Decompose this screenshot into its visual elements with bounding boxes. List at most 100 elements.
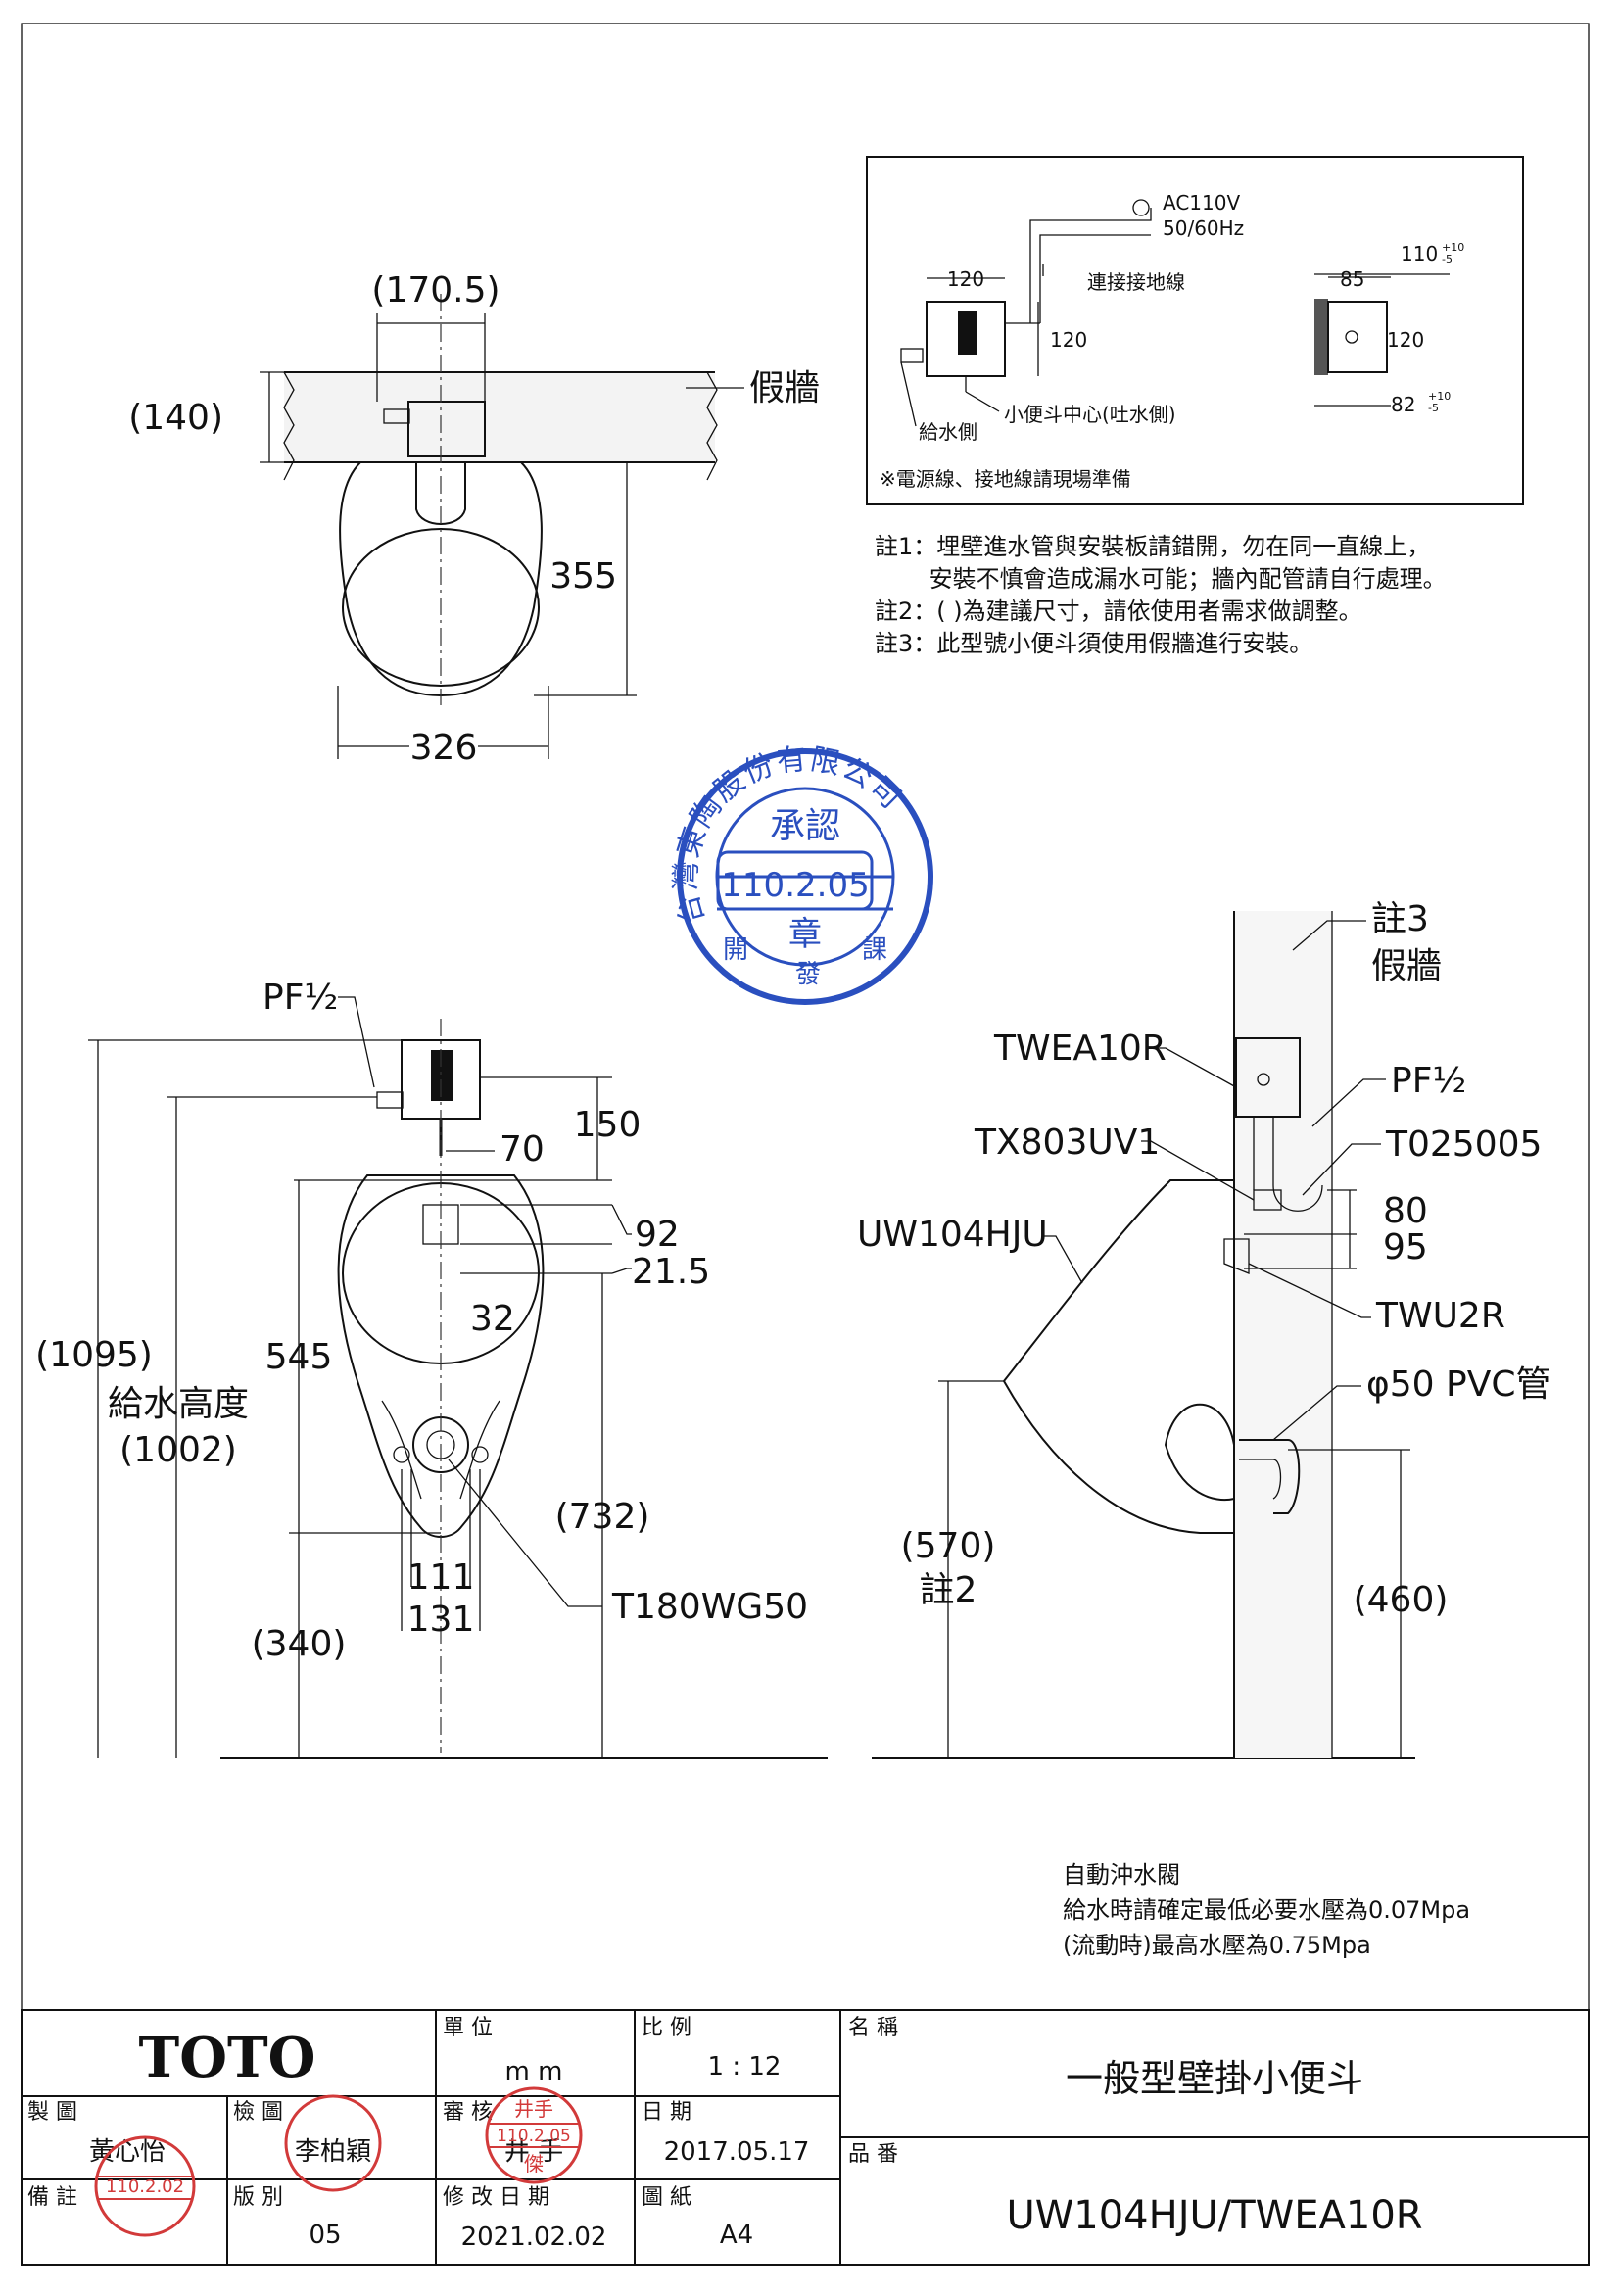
dim-120-w: 120 <box>947 267 984 291</box>
version-value: 05 <box>309 2221 341 2250</box>
part-label: 品 番 <box>848 2142 898 2167</box>
part-pipe: T025005 <box>1385 1124 1542 1165</box>
side-pf: PF½ <box>1391 1061 1466 1101</box>
dim-732: (732) <box>555 1497 650 1537</box>
approval-stamp-blue: 台灣東陶股份有限公司 承認 110.2.05 章 開 發 課 <box>669 742 933 1005</box>
date-value: 2017.05.17 <box>664 2137 810 2167</box>
revdate-label: 修 改 日 期 <box>443 2185 549 2210</box>
part-drain: T180WG50 <box>611 1587 808 1627</box>
paper-value: A4 <box>720 2221 753 2250</box>
ground-label: 連接接地線 <box>1087 270 1185 294</box>
part-hanger: TWU2R <box>1375 1296 1505 1336</box>
scale-value: 1 : 12 <box>708 2052 782 2081</box>
side-elevation: 註3 假牆 TWEA10R PF½ TX803UV1 T025005 UW104… <box>857 899 1550 1759</box>
dim-460: (460) <box>1354 1580 1449 1620</box>
checked-value: 李柏穎 <box>295 2137 371 2167</box>
supply-side-label: 給水側 <box>919 420 977 444</box>
dim-depth: (140) <box>128 398 223 438</box>
brand-logo: TOTO <box>139 2026 316 2090</box>
dim-110-tol-dn: -5 <box>1442 253 1453 265</box>
seal-approved: 井手 110.2.05 傑 <box>485 2086 583 2184</box>
note-1a: 註1：埋壁進水管與安裝板請錯開，勿在同一直線上， <box>875 533 1430 560</box>
seal-approved-seal: 傑 <box>524 2152 544 2176</box>
approved-label: 審 核 <box>443 2100 493 2125</box>
paper-label: 圖 紙 <box>642 2185 691 2210</box>
seal-drawn-date: 110.2.02 <box>106 2176 184 2197</box>
note-3: 註3：此型號小便斗須使用假牆進行安裝。 <box>875 630 1312 657</box>
wiring-footnote: ※電源線、接地線請現場準備 <box>880 467 1131 491</box>
drawn-label: 製 圖 <box>27 2100 77 2125</box>
product-name: 一般型壁掛小便斗 <box>1066 2057 1363 2100</box>
stamp-approved: 承認 <box>770 806 840 846</box>
dim-110: 110 <box>1401 242 1438 265</box>
dim-82-tol-dn: -5 <box>1428 402 1439 414</box>
stamp-issuer-mid: 發 <box>795 960 821 989</box>
side-note3: 註3 <box>1371 899 1429 939</box>
flush-note-2: 給水時請確定最低必要水壓為0.07Mpa <box>1063 1896 1470 1924</box>
front-elevation: PF½ 150 70 92 21.5 32 (1095) 給水高度 (1002)… <box>35 978 828 1759</box>
name-label: 名 稱 <box>848 2016 898 2040</box>
stamp-issuer-left: 開 <box>723 935 748 965</box>
stamp-issuer-right: 課 <box>862 935 887 965</box>
freq-label: 50/60Hz <box>1163 216 1244 240</box>
dim-1002: (1002) <box>119 1430 237 1470</box>
dim-82: 82 <box>1391 393 1415 416</box>
seal-approved-name: 井手 <box>514 2097 553 2121</box>
top-plan-view: (170.5) (140) 355 326 假牆 <box>128 270 820 768</box>
side-note2: 註2 <box>920 1570 977 1610</box>
power-label: AC110V <box>1163 191 1240 215</box>
part-sensor: TWEA10R <box>993 1028 1167 1069</box>
wiring-detail-box: AC110V 50/60Hz 連接接地線 120 120 小便斗中心(吐水側) … <box>866 156 1524 505</box>
seal-drawn: 110.2.02 <box>94 2135 196 2237</box>
stamp-seal: 章 <box>788 915 822 954</box>
date-label: 日 期 <box>642 2100 691 2125</box>
version-label: 版 別 <box>233 2185 283 2210</box>
seal-approved-date: 110.2.05 <box>497 2127 571 2146</box>
dim-80: 80 <box>1383 1191 1428 1231</box>
title-block: TOTO 單 位 m m 比 例 1 : 12 名 稱 一般型壁掛小便斗 製 圖… <box>21 2009 1590 2266</box>
seal-checked <box>284 2094 382 2192</box>
checked-label: 檢 圖 <box>233 2100 283 2125</box>
dim-85: 85 <box>1340 267 1364 291</box>
dim-150: 150 <box>574 1105 642 1145</box>
note-1b: 安裝不慎會造成漏水可能；牆內配管請自行處理。 <box>875 565 1447 593</box>
flush-note-3: (流動時)最高水壓為0.75Mpa <box>1063 1932 1371 1959</box>
dim-120-side: 120 <box>1387 328 1424 352</box>
unit-label: 單 位 <box>443 2016 493 2040</box>
dim-92: 92 <box>635 1215 680 1255</box>
side-pvc: φ50 PVC管 <box>1366 1364 1550 1405</box>
dim-131: 131 <box>407 1600 475 1640</box>
dim-70: 70 <box>500 1129 545 1170</box>
dim-95: 95 <box>1383 1227 1428 1268</box>
notes-block: 註1：埋壁進水管與安裝板請錯開，勿在同一直線上， 安裝不慎會造成漏水可能；牆內配… <box>875 533 1447 657</box>
front-pf-label: PF½ <box>262 978 338 1018</box>
dim-width: (170.5) <box>371 270 500 311</box>
part-number: UW104HJU/TWEA10R <box>1006 2193 1422 2238</box>
dim-1095: (1095) <box>35 1335 153 1375</box>
flush-valve-note: 自動沖水閥 給水時請確定最低必要水壓為0.07Mpa (流動時)最高水壓為0.7… <box>1063 1861 1470 1959</box>
supply-height-label: 給水高度 <box>108 1384 249 1424</box>
unit-value: m m <box>505 2057 563 2086</box>
dim-111: 111 <box>407 1557 475 1598</box>
urinal-center-label: 小便斗中心(吐水側) <box>1004 403 1176 426</box>
dim-82-tol-up: +10 <box>1428 390 1451 403</box>
dim-110-tol-up: +10 <box>1442 241 1464 254</box>
stamp-date: 110.2.05 <box>721 866 869 905</box>
side-fake-wall: 假牆 <box>1371 946 1442 986</box>
part-valve: TX803UV1 <box>974 1123 1160 1163</box>
dim-570: (570) <box>901 1526 996 1566</box>
approved-value: 井 手 <box>504 2137 563 2167</box>
dim-120-h: 120 <box>1050 328 1087 352</box>
flush-note-1: 自動沖水閥 <box>1063 1861 1180 1889</box>
dim-32: 32 <box>470 1299 515 1339</box>
dim-21-5: 21.5 <box>632 1252 710 1292</box>
dim-height: 355 <box>549 556 617 597</box>
revdate-value: 2021.02.02 <box>461 2223 607 2252</box>
part-urinal: UW104HJU <box>857 1215 1048 1255</box>
remark-label: 備 註 <box>27 2185 77 2210</box>
scale-label: 比 例 <box>642 2016 691 2040</box>
dim-340: (340) <box>252 1624 347 1664</box>
fake-wall-label: 假牆 <box>749 368 820 408</box>
note-2: 註2：( )為建議尺寸，請依使用者需求做調整。 <box>875 598 1362 625</box>
